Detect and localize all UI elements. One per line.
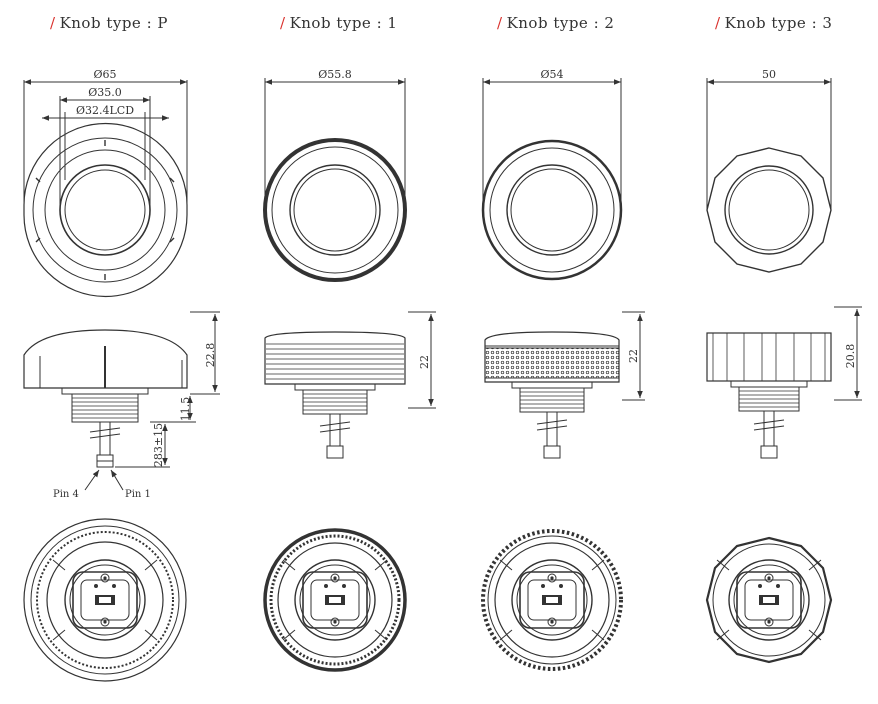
knob-1-top-view bbox=[263, 78, 407, 282]
dim-p-cable: 283±15 bbox=[152, 423, 165, 467]
dim-1-height: 22 bbox=[418, 355, 431, 369]
dim-p-lcd: Ø32.4LCD bbox=[76, 104, 134, 117]
knob-1-bottom-view bbox=[263, 528, 407, 672]
knob-2-side-view bbox=[484, 311, 645, 459]
title-knob-2: /Knob type : 2 bbox=[497, 14, 615, 32]
title-knob-1: /Knob type : 1 bbox=[280, 14, 398, 32]
dim-2-height: 22 bbox=[627, 349, 640, 363]
knob-3-bottom-view bbox=[705, 536, 833, 664]
dim-3-height: 20.8 bbox=[844, 344, 857, 369]
title-knob-p: /Knob type : P bbox=[50, 14, 168, 32]
knob-p-bottom-view bbox=[23, 518, 187, 682]
knob-1-side-view bbox=[264, 311, 436, 459]
pin1-label: Pin 1 bbox=[125, 489, 151, 500]
knob-3-top-view bbox=[706, 78, 832, 273]
dim-p-outer: Ø65 bbox=[93, 68, 116, 81]
dim-p-thread: 11.5 bbox=[179, 397, 192, 422]
dim-1-diameter: Ø55.8 bbox=[318, 68, 352, 81]
dim-p-height: 22.8 bbox=[204, 343, 217, 368]
knob-3-side-view bbox=[706, 306, 862, 459]
knob-p-side-view bbox=[23, 311, 220, 491]
knob-p-top-view bbox=[23, 79, 188, 298]
pin4-label: Pin 4 bbox=[53, 489, 79, 500]
title-knob-3: /Knob type : 3 bbox=[715, 14, 833, 32]
dim-2-diameter: Ø54 bbox=[540, 68, 563, 81]
knob-2-top-view bbox=[481, 78, 623, 281]
dim-p-mid: Ø35.0 bbox=[88, 86, 122, 99]
dim-3-diameter: 50 bbox=[762, 68, 776, 81]
knob-2-bottom-view bbox=[481, 529, 623, 671]
